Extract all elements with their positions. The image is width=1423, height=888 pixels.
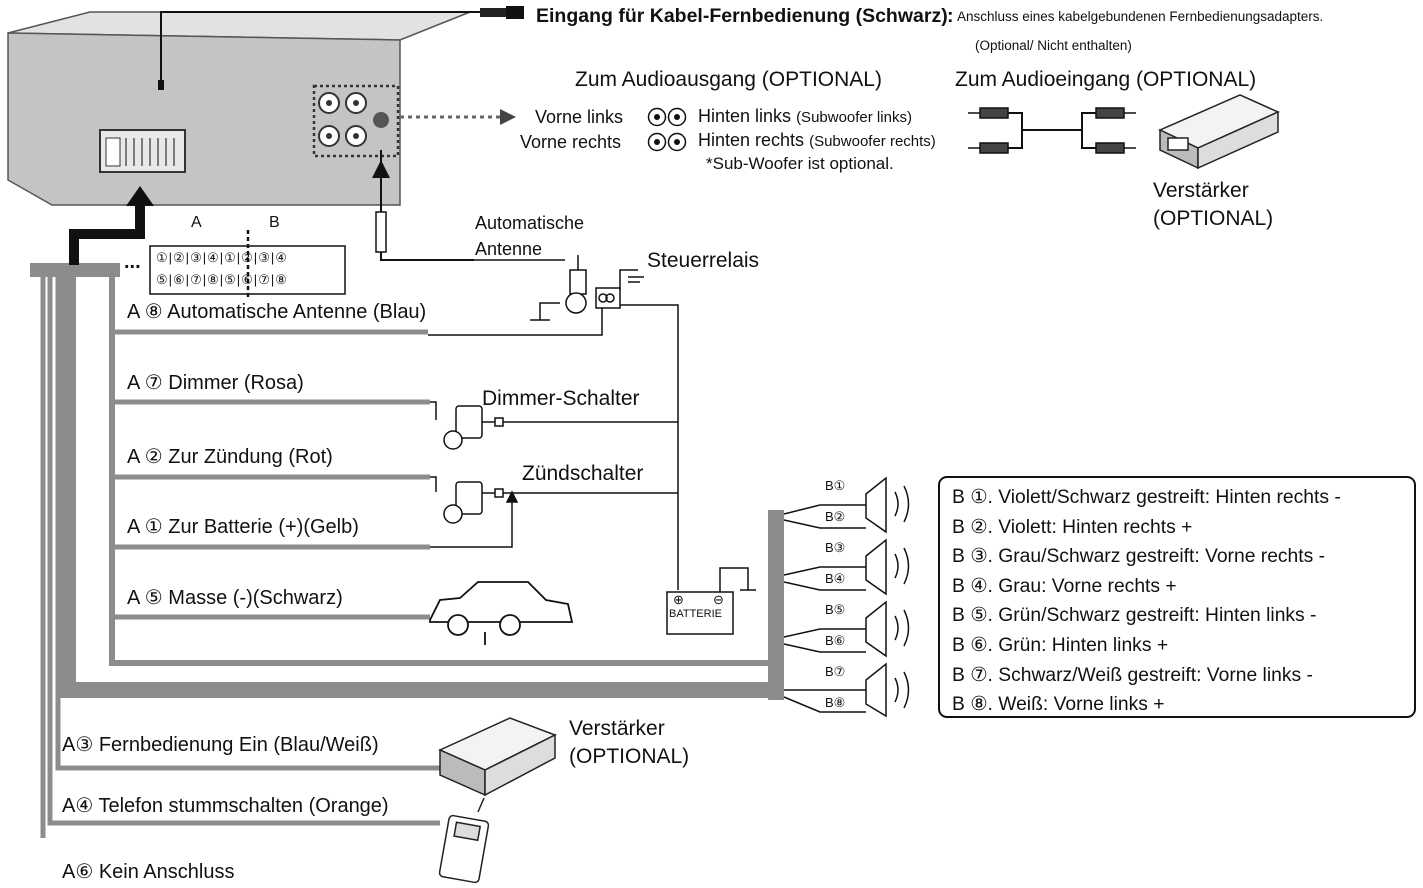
wire-a8-label: A ⑧ Automatische Antenne (Blau) (127, 301, 427, 323)
legend-row: B ④. Grau: Vorne rechts + (952, 575, 1177, 597)
pin-row-bottom: ⑤|⑥|⑦|⑧|⑤|⑥|⑦|⑧ (156, 272, 288, 287)
auto-antenna-line2: Antenne (475, 239, 543, 259)
front-left-label: Vorne links (535, 107, 624, 127)
remote-input-jack (158, 80, 164, 90)
remote-plug (480, 8, 506, 17)
legend-row: B ⑧. Weiß: Vorne links + (952, 694, 1165, 716)
remote-input-label: Eingang für Kabel-Fernbedienung (Schwarz… (536, 5, 948, 27)
wire-a2-label: A ② Zur Zündung (Rot) (127, 446, 333, 468)
relay-label: Steuerrelais (647, 249, 760, 272)
speaker-pin: B① (825, 478, 846, 493)
rear-right-label: Hinten rechts (Subwoofer rechts) (698, 130, 936, 150)
front-right-label: Vorne rechts (520, 132, 622, 152)
remote-desc: Anschluss eines kabelgebundenen Fernbedi… (957, 9, 1324, 24)
wire-a5-label: A ⑤ Masse (-)(Schwarz) (127, 587, 343, 609)
wire-a1-label: A ① Zur Batterie (+)(Gelb) (127, 516, 359, 538)
legend-row: B ⑤. Grün/Schwarz gestreift: Hinten link… (952, 605, 1317, 627)
car-icon (429, 581, 574, 645)
legend-row: B ⑦. Schwarz/Weiß gestreift: Vorne links… (952, 664, 1313, 686)
amplifier-icon (1158, 94, 1280, 170)
phone-icon (438, 797, 490, 884)
speaker-pin: B③ (825, 540, 846, 555)
antenna-relay (428, 255, 679, 590)
speaker-pin: B⑤ (825, 602, 846, 617)
speaker-pin: B⑥ (825, 633, 846, 648)
speakers (865, 476, 910, 718)
remote-colon: : (947, 5, 954, 27)
connector-dots: ... (124, 251, 141, 273)
speaker-pin: B⑦ (825, 664, 846, 679)
connector-a-label: A (191, 214, 202, 231)
auto-antenna-line1: Automatische (475, 213, 585, 233)
wire-a4-label: A④ Telefon stummschalten (Orange) (62, 795, 389, 817)
harness (30, 263, 784, 838)
battery-icon (666, 567, 756, 635)
subwoofer-note: *Sub-Woofer ist optional. (706, 154, 894, 173)
legend-row: B ⑥. Grün: Hinten links + (952, 634, 1169, 656)
arrow-icon (500, 109, 516, 125)
audio-in-title: Zum Audioeingang (OPTIONAL) (955, 68, 1257, 91)
rca-outputs (312, 84, 400, 158)
wire-a7-label: A ⑦ Dimmer (Rosa) (127, 372, 304, 394)
connector-b-label: B (269, 214, 280, 231)
legend-row: B ②. Violett: Hinten rechts + (952, 516, 1193, 538)
ignition-switch-label: Zündschalter (522, 462, 644, 485)
wire-a6-label: A⑥ Kein Anschluss (62, 861, 235, 883)
amp-bottom-line2: (OPTIONAL) (569, 745, 690, 768)
amp-top-line2: (OPTIONAL) (1153, 207, 1274, 230)
speaker-legend: B ①. Violett/Schwarz gestreift: Hinten r… (938, 476, 1416, 718)
legend-row: B ①. Violett/Schwarz gestreift: Hinten r… (952, 487, 1341, 508)
head-unit (7, 11, 471, 206)
rear-left-label: Hinten links (Subwoofer links) (698, 106, 912, 126)
battery-plus: ⊕ (673, 592, 684, 607)
ignition-switch-icon (430, 476, 678, 548)
battery-minus: ⊖ (713, 592, 724, 607)
audio-out-title: Zum Audioausgang (OPTIONAL) (575, 68, 882, 91)
dimmer-switch-label: Dimmer-Schalter (482, 387, 640, 410)
rca-jacks-icon (647, 107, 687, 152)
pin-row-top: ①|②|③|④|①|②|③|④ (156, 250, 288, 265)
amp-top-line1: Verstärker (1153, 179, 1249, 202)
dimmer-switch-icon (430, 401, 678, 450)
speaker-pin: B② (825, 509, 846, 524)
speaker-pin: B④ (825, 571, 846, 586)
amp-bottom-line1: Verstärker (569, 717, 665, 740)
rca-cable-icon (968, 107, 1136, 154)
amplifier-bottom-icon (438, 717, 557, 797)
legend-row: B ③. Grau/Schwarz gestreift: Vorne recht… (952, 546, 1326, 568)
remote-note: (Optional/ Nicht enthalten) (975, 38, 1132, 53)
harness-arrow-icon (69, 186, 154, 265)
speaker-pin: B⑧ (825, 695, 846, 710)
wire-a3-label: A③ Fernbedienung Ein (Blau/Weiß) (62, 734, 379, 756)
connector-pinout (149, 230, 346, 300)
battery-label: BATTERIE (669, 608, 722, 620)
